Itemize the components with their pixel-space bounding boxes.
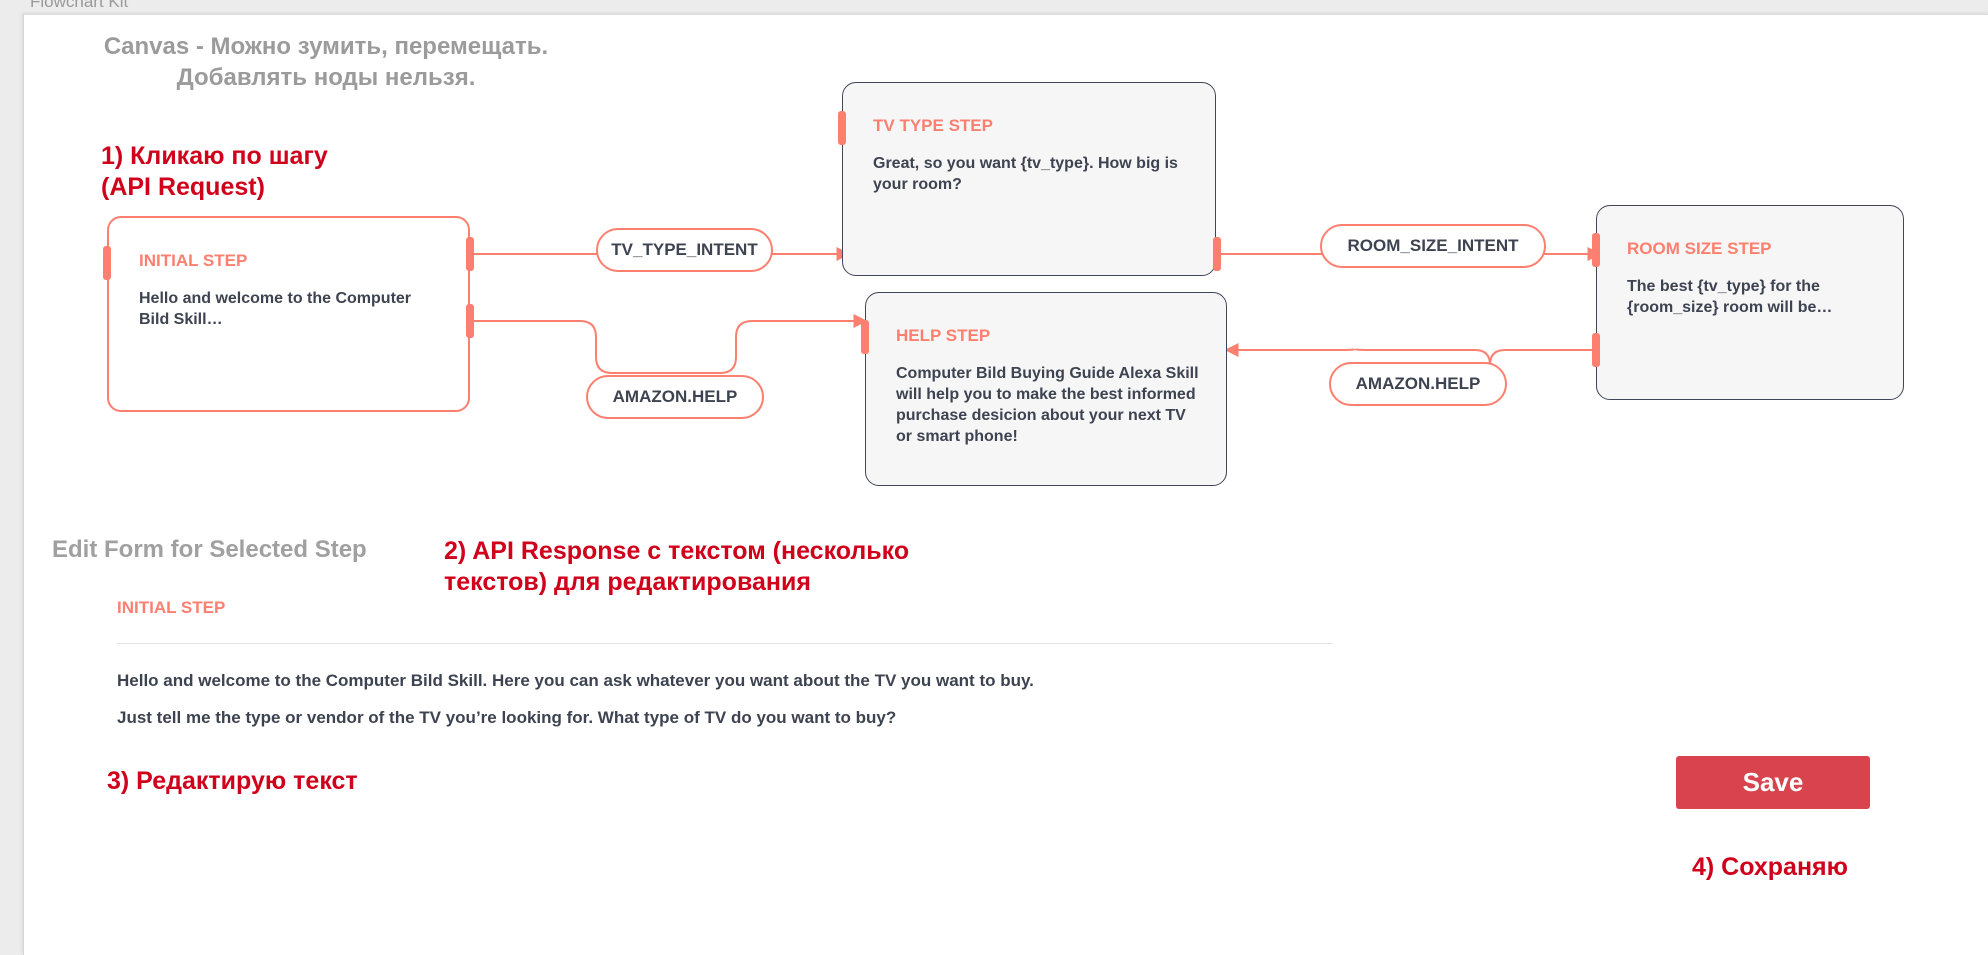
edit-form-text-1[interactable]: Hello and welcome to the Computer Bild S… — [117, 671, 1034, 690]
edit-form-text-2[interactable]: Just tell me the type or vendor of the T… — [117, 708, 897, 727]
edge-label-room-size-intent[interactable]: ROOM_SIZE_INTENT — [1320, 224, 1546, 268]
annotation-step-4: 4) Сохраняю — [1692, 853, 1848, 881]
node-title: ROOM SIZE STEP — [1627, 239, 1772, 258]
node-title: TV TYPE STEP — [873, 116, 993, 135]
annotation-step-3: 3) Редактирую текст — [107, 767, 358, 795]
app-title: Flowchart Kit — [30, 0, 129, 11]
node-initial-step[interactable]: INITIAL STEP Hello and welcome to the Co… — [107, 216, 470, 412]
port-tv-type-output[interactable] — [1213, 237, 1221, 271]
annotation-step-1: 1) Кликаю по шагу (API Request) — [101, 142, 328, 201]
edge-line-initial-to-help — [470, 314, 868, 374]
port-initial-input[interactable] — [103, 246, 111, 280]
port-tv-type-input[interactable] — [838, 111, 846, 145]
save-button[interactable]: Save — [1676, 756, 1870, 809]
node-text: Great, so you want {tv_type}. How big is… — [873, 155, 1178, 193]
edge-line-room-size-to-help — [1224, 343, 1596, 366]
edit-form-step-title: INITIAL STEP — [117, 598, 226, 617]
edit-form-divider — [117, 643, 1333, 644]
edge-label-amazon-help-initial[interactable]: AMAZON.HELP — [586, 375, 764, 419]
annotation-step-2: 2) API Response с текстом (несколько тек… — [444, 537, 910, 596]
port-initial-output-help[interactable] — [466, 304, 474, 338]
node-title: HELP STEP — [896, 326, 991, 345]
canvas-note: Canvas - Можно зумить, перемещать. Добав… — [103, 33, 549, 91]
edit-form-heading: Edit Form for Selected Step — [52, 536, 367, 563]
node-text: Hello and welcome to the Computer Bild S… — [139, 290, 412, 328]
node-tv-type-step[interactable]: TV TYPE STEP Great, so you want {tv_type… — [842, 82, 1216, 276]
port-initial-output-tv-type[interactable] — [466, 237, 474, 271]
node-room-size-step[interactable]: ROOM SIZE STEP The best {tv_type} for th… — [1596, 205, 1904, 400]
node-text: Computer Bild Buying Guide Alexa Skill w… — [896, 365, 1199, 445]
node-help-step[interactable]: HELP STEP Computer Bild Buying Guide Ale… — [865, 292, 1227, 486]
node-text: The best {tv_type} for the {room_size} r… — [1627, 278, 1833, 316]
port-help-input[interactable] — [861, 320, 869, 354]
node-title: INITIAL STEP — [139, 251, 248, 270]
edge-label-amazon-help-room-size[interactable]: AMAZON.HELP — [1329, 362, 1507, 406]
port-room-size-input[interactable] — [1592, 233, 1600, 267]
port-room-size-output[interactable] — [1592, 333, 1600, 367]
edge-label-tv-type-intent[interactable]: TV_TYPE_INTENT — [596, 228, 773, 272]
